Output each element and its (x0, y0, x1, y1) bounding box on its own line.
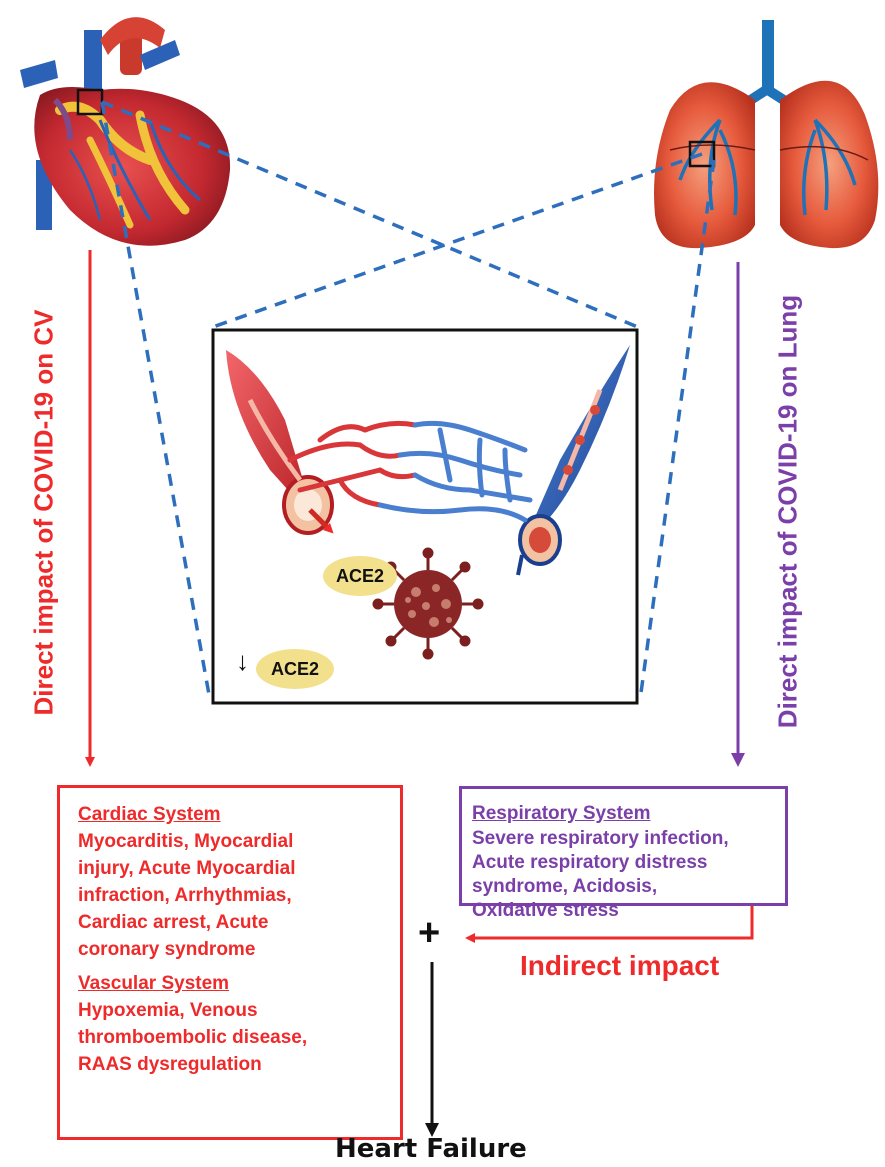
respiratory-line-4: Oxidative stress (472, 899, 777, 923)
plus-sign: + (418, 912, 440, 955)
vascular-line-1: Hypoxemia, Venous (78, 997, 390, 1024)
cardiac-heading: Cardiac System (78, 802, 390, 828)
respiratory-line-1: Severe respiratory infection, (472, 827, 777, 851)
vascular-line-3: RAAS dysregulation (78, 1051, 390, 1078)
respiratory-system-box: Respiratory System Severe respiratory in… (459, 786, 788, 906)
respiratory-line-2: Acute respiratory distress (472, 851, 777, 875)
vascular-heading: Vascular System (78, 971, 390, 997)
cardiac-line-2: injury, Acute Myocardial (78, 855, 390, 882)
respiratory-line-3: syndrome, Acidosis, (472, 875, 777, 899)
respiratory-heading: Respiratory System (472, 801, 777, 827)
indirect-impact-label: Indirect impact (520, 950, 719, 982)
cardiac-line-5: coronary syndrome (78, 936, 390, 963)
ace2-down-arrow: ↓ (236, 646, 249, 677)
cardiac-system-box: Cardiac System Myocarditis, Myocardial i… (57, 785, 403, 1140)
ace2-virus-label: ACE2 (323, 556, 397, 596)
cardiac-line-4: Cardiac arrest, Acute (78, 909, 390, 936)
cardiac-line-3: infraction, Arrhythmias, (78, 882, 390, 909)
heart-illustration (20, 17, 230, 246)
ace2-down-label: ACE2 (256, 649, 334, 689)
lung-illustration (654, 20, 878, 248)
heart-failure-label: Heart Failure (335, 1134, 527, 1164)
right-impact-label: Direct impact of COVID-19 on Lung (773, 272, 804, 752)
vascular-line-2: thromboembolic disease, (78, 1024, 390, 1051)
capillary-inset-box (213, 330, 637, 703)
cardiac-line-1: Myocarditis, Myocardial (78, 828, 390, 855)
left-impact-label: Direct impact of COVID-19 on CV (29, 283, 60, 743)
